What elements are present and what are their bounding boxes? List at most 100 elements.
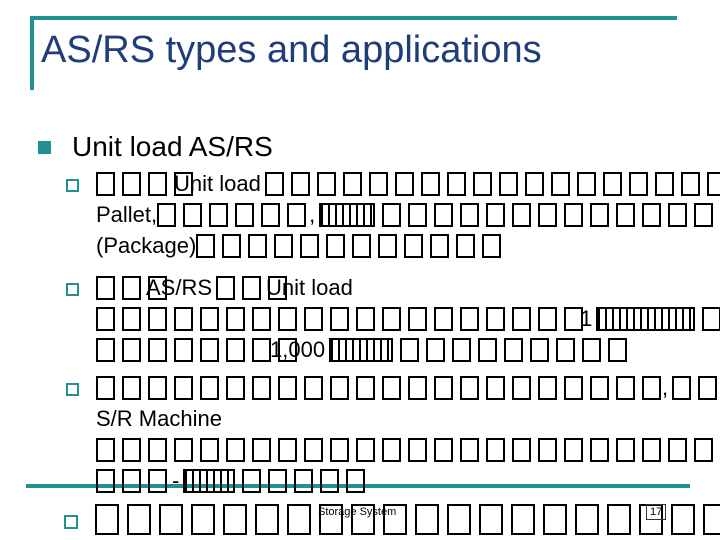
missing-glyph-box (252, 437, 271, 462)
missing-glyph-marks (183, 468, 236, 493)
title-left-border-line (30, 16, 34, 90)
missing-glyph-box (278, 337, 297, 362)
missing-glyph-box (351, 503, 375, 535)
missing-glyph-box (472, 171, 492, 196)
missing-glyph-box (486, 437, 505, 462)
missing-glyph-box (352, 233, 372, 258)
missing-glyph-box (255, 503, 279, 535)
missing-glyph-box (564, 202, 584, 227)
title-top-border-line (30, 16, 677, 20)
missing-glyph-box (698, 375, 718, 400)
missing-glyph-box (486, 375, 505, 400)
latin-text: S/R Machine (96, 405, 222, 431)
text-line (95, 502, 720, 536)
missing-glyph-box (346, 468, 366, 493)
latin-text: - (172, 467, 180, 493)
missing-glyph-box (530, 337, 550, 362)
missing-glyph-box (550, 171, 570, 196)
missing-glyph-box (226, 337, 245, 362)
text-line: , (96, 372, 720, 403)
missing-glyph-box (200, 306, 219, 331)
missing-glyph-box (415, 503, 439, 535)
missing-glyph-box (122, 468, 141, 493)
latin-text: AS/RS (146, 274, 213, 300)
level2-bullet-icon (66, 283, 79, 296)
missing-glyph-box (607, 503, 631, 535)
missing-glyph-box (400, 337, 420, 362)
text-line: 1 (96, 303, 720, 334)
missing-glyph-box (278, 375, 297, 400)
missing-glyph-box (148, 437, 167, 462)
missing-glyph-box (148, 275, 167, 300)
missing-glyph-box (252, 306, 271, 331)
missing-glyph-box (174, 375, 193, 400)
missing-glyph-box (668, 202, 688, 227)
missing-glyph-box (524, 171, 544, 196)
text-line (96, 434, 720, 465)
missing-glyph-box (174, 437, 193, 462)
missing-glyph-box (304, 375, 323, 400)
missing-glyph-box (394, 171, 414, 196)
missing-glyph-box (382, 437, 401, 462)
missing-glyph-box (434, 437, 453, 462)
missing-glyph-box (538, 437, 557, 462)
slide-title: AS/RS types and applications (41, 29, 542, 71)
missing-glyph-box (434, 306, 453, 331)
missing-glyph-box (174, 171, 193, 196)
missing-glyph-box (278, 306, 297, 331)
missing-glyph-box (226, 375, 245, 400)
missing-glyph-box (512, 202, 532, 227)
latin-text: Unit load (174, 170, 261, 196)
level1-bullet-text: Unit load AS/RS (72, 131, 273, 162)
missing-glyph-box (408, 306, 427, 331)
missing-glyph-marks (319, 202, 376, 227)
missing-glyph-marks (329, 337, 394, 362)
missing-glyph-box (294, 468, 314, 493)
missing-glyph-box (702, 306, 720, 331)
text-line: S/R Machine (96, 403, 720, 434)
missing-glyph-box (434, 375, 453, 400)
missing-glyph-box (543, 503, 567, 535)
missing-glyph-box (274, 233, 294, 258)
missing-glyph-box (122, 306, 141, 331)
missing-glyph-box (127, 503, 151, 535)
missing-glyph-box (96, 275, 115, 300)
missing-glyph-box (456, 233, 476, 258)
missing-glyph-box (319, 503, 343, 535)
missing-glyph-box (498, 171, 518, 196)
missing-glyph-box (447, 503, 471, 535)
missing-glyph-box (706, 171, 720, 196)
missing-glyph-box (680, 171, 700, 196)
missing-glyph-box (174, 306, 193, 331)
missing-glyph-box (235, 202, 255, 227)
latin-text: 1,000 (270, 336, 326, 362)
missing-glyph-box (703, 503, 720, 535)
missing-glyph-box (226, 306, 245, 331)
missing-glyph-box (608, 337, 628, 362)
missing-glyph-box (420, 171, 440, 196)
missing-glyph-box (148, 171, 167, 196)
missing-glyph-box (616, 202, 636, 227)
missing-glyph-box (200, 337, 219, 362)
missing-glyph-box (642, 375, 661, 400)
missing-glyph-box (287, 503, 311, 535)
missing-glyph-box (538, 306, 557, 331)
latin-text: , (309, 201, 316, 227)
level1-bullet-row: Unit load AS/RS (38, 131, 273, 163)
missing-glyph-box (486, 202, 506, 227)
latin-text: Pallet, (96, 201, 158, 227)
slide-page-number: 17 (646, 504, 667, 520)
missing-glyph-box (408, 437, 427, 462)
missing-glyph-box (590, 437, 609, 462)
missing-glyph-box (512, 306, 531, 331)
missing-glyph-box (191, 503, 215, 535)
missing-glyph-box (261, 202, 281, 227)
missing-glyph-box (122, 337, 141, 362)
footer-text: Storage System (318, 506, 397, 518)
missing-glyph-box (616, 437, 635, 462)
level1-bullet-icon (38, 140, 51, 154)
missing-glyph-box (383, 503, 407, 535)
missing-glyph-box (216, 275, 236, 300)
